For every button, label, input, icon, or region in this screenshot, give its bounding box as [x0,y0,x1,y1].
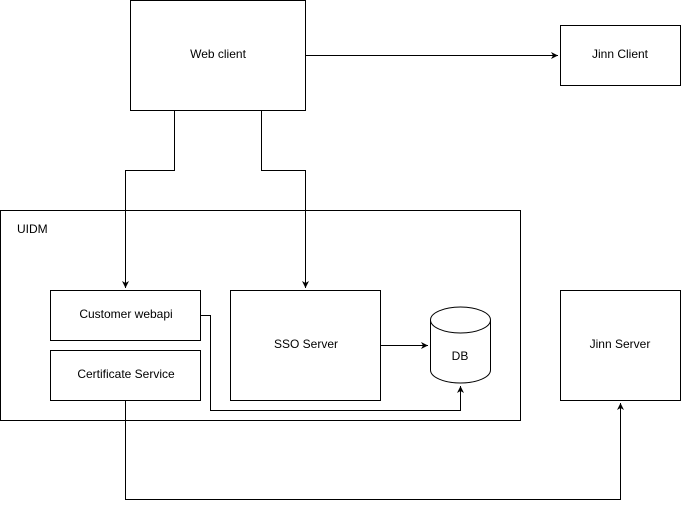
db-label: DB [452,349,469,363]
customer-webapi-label: Customer webapi [79,307,172,321]
edge-webclient-to-sso-server [261,110,309,288]
edge-certificate-service-to-jinn-server [125,400,624,500]
jinn-client-label: Jinn Client [592,47,649,61]
uidm-label: UIDM [17,222,48,236]
jinn-server-label: Jinn Server [590,337,651,351]
edge-webclient-to-customer-webapi [122,110,175,288]
jinn-client-node[interactable]: Jinn Client [560,25,681,86]
customer-webapi-node[interactable]: Customer webapi [50,290,201,341]
edge-customer-webapi-to-db [200,315,464,411]
certificate-service-node[interactable]: Certificate Service [50,350,201,401]
sso-server-label: SSO Server [274,337,338,351]
db-node[interactable]: DB [430,306,491,384]
certificate-service-label: Certificate Service [77,367,175,381]
web-client-label: Web client [190,47,246,61]
web-client-node[interactable]: Web client [130,0,306,111]
sso-server-node[interactable]: SSO Server [230,290,381,401]
jinn-server-node[interactable]: Jinn Server [560,290,681,401]
